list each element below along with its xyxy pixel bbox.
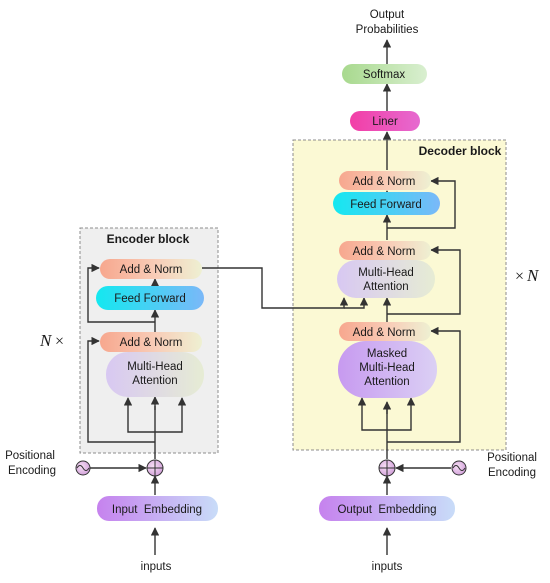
encoder-positional-label-1: Positional xyxy=(5,450,55,462)
output-probabilities-line1: Output xyxy=(370,9,405,21)
decoder-feed-forward-label: Feed Forward xyxy=(350,199,422,211)
encoder-add-norm-top xyxy=(100,259,202,279)
encoder-repeat-n: N xyxy=(39,331,53,350)
decoder-feed-forward xyxy=(333,192,440,215)
encoder-wires xyxy=(87,263,369,555)
decoder-liner-label: Liner xyxy=(372,116,398,128)
encoder-multi-head-attention xyxy=(106,352,204,397)
encoder-positional-label-2: Encoding xyxy=(8,465,56,477)
encoder-input-embedding xyxy=(97,496,218,521)
encoder-add-cross-icon xyxy=(147,460,163,476)
encoder-sine-wave-icon xyxy=(76,465,90,471)
decoder-add-norm-mid-label: Add & Norm xyxy=(353,246,416,258)
encoder-repeat-times: × xyxy=(55,333,64,350)
decoder-add-norm-bottom xyxy=(339,322,431,341)
decoder-add-norm-top-label: Add & Norm xyxy=(353,176,416,188)
encoder-inputs-label: inputs xyxy=(141,561,172,573)
decoder-positional-label-2: Encoding xyxy=(488,467,536,479)
decoder-masked-line2: Multi-Head xyxy=(359,362,415,374)
encoder-mha-line2: Attention xyxy=(132,375,177,387)
decoder-wires xyxy=(357,39,461,555)
decoder-softmax xyxy=(342,64,427,84)
decoder-softmax-label: Softmax xyxy=(363,69,405,81)
decoder-mha-line2: Attention xyxy=(363,281,408,293)
encoder-mha-line1: Multi-Head xyxy=(127,361,183,373)
decoder-add-norm-mid xyxy=(339,241,431,260)
output-probabilities-line2: Probabilities xyxy=(356,24,419,36)
encoder-feed-forward-label: Feed Forward xyxy=(114,293,186,305)
decoder-masked-line1: Masked xyxy=(367,348,407,360)
decoder-multi-head-attention xyxy=(337,260,435,298)
decoder-add-norm-top xyxy=(339,171,431,190)
encoder-add-norm-top-label: Add & Norm xyxy=(120,264,183,276)
decoder-output-embedding-label: Output Embedding xyxy=(337,504,436,516)
decoder-output-embedding xyxy=(319,496,455,521)
decoder-masked-attention xyxy=(338,341,437,398)
decoder-inputs-label: inputs xyxy=(372,561,403,573)
encoder-block-title: Encoder block xyxy=(107,232,190,246)
decoder-repeat-times: × xyxy=(515,268,524,285)
decoder-mha-line1: Multi-Head xyxy=(358,267,414,279)
decoder-liner xyxy=(350,111,420,131)
encoder-add-norm-bottom-label: Add & Norm xyxy=(120,337,183,349)
decoder-sine-wave-icon xyxy=(452,465,466,471)
encoder-feed-forward xyxy=(96,286,204,310)
decoder-block-title: Decoder block xyxy=(419,144,502,158)
decoder-positional-label-1: Positional xyxy=(487,452,537,464)
decoder-repeat-n: N xyxy=(526,266,540,285)
encoder-add-norm-bottom xyxy=(100,332,202,352)
decoder-add-cross-icon xyxy=(379,460,395,476)
decoder-masked-line3: Attention xyxy=(364,376,409,388)
encoder-input-embedding-label: Input Embedding xyxy=(112,504,202,516)
decoder-add-norm-bottom-label: Add & Norm xyxy=(353,327,416,339)
